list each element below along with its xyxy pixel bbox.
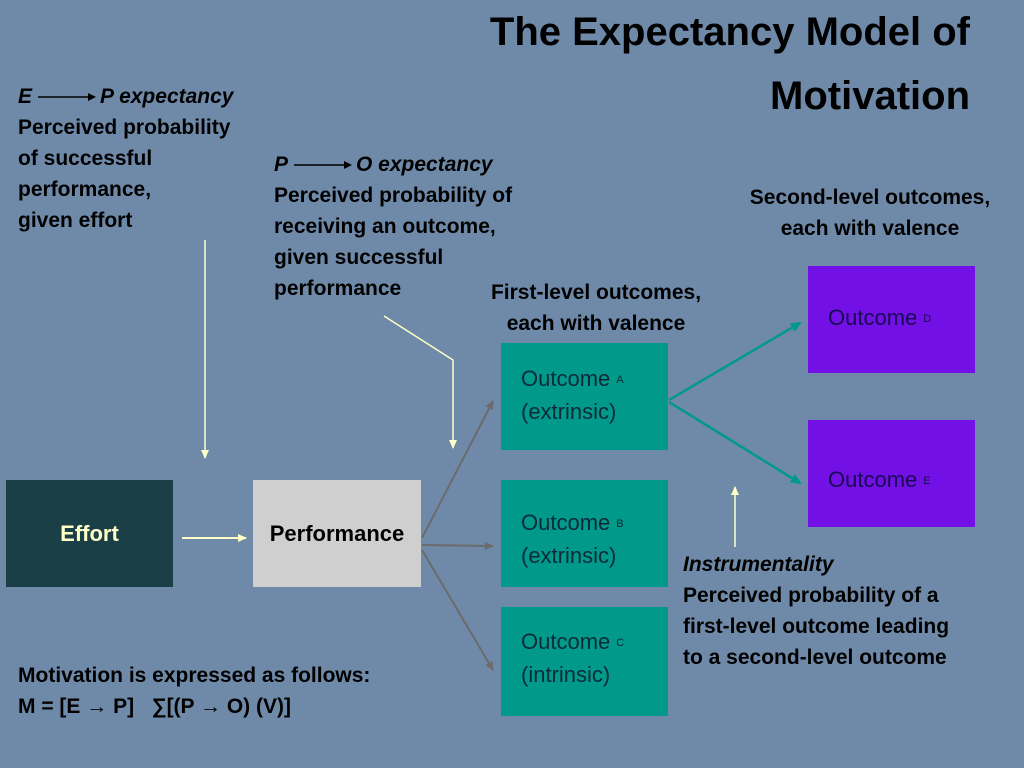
outcome-b-name: Outcome [521, 510, 611, 535]
first-level-label: First-level outcomes, each with valence [450, 277, 742, 339]
ep-expectancy-block: E P expectancy Perceived probability of … [18, 81, 233, 236]
instrumentality-line-1: Perceived probability of a [683, 584, 939, 607]
first-level-line-2: each with valence [506, 312, 686, 335]
instrumentality-line-3: to a second-level outcome [683, 646, 947, 669]
outcome-b-name-row: Outcome B [521, 507, 668, 540]
instrumentality-heading: Instrumentality [683, 553, 834, 576]
ep-from: E [18, 85, 33, 108]
po-line-4: performance [274, 277, 402, 300]
outcome-c-type: (intrinsic) [521, 661, 611, 687]
performance-to-outcome-b-arrow [421, 541, 494, 550]
outcome-a-box: Outcome A (extrinsic) [501, 343, 668, 450]
second-level-label: Second-level outcomes, each with valence [716, 182, 1024, 244]
performance-box: Performance [253, 480, 421, 587]
outcome-a-to-d-arrow [668, 321, 802, 402]
instrumentality-block: Instrumentality Perceived probability of… [683, 549, 949, 673]
title-line-2: Motivation [770, 74, 970, 118]
po-line-1: Perceived probability of [274, 184, 513, 207]
outcome-d-name: Outcome [828, 305, 918, 330]
title-line-1: The Expectancy Model of [489, 10, 970, 54]
outcome-d-sub: D [923, 312, 932, 325]
outcome-a-to-e-arrow [668, 400, 802, 485]
outcome-b-sub: B [616, 517, 624, 530]
motivation-formula: Motivation is expressed as follows: M = … [18, 660, 370, 722]
instrumentality-line-2: first-level outcome leading [683, 615, 950, 638]
po-from: P [274, 153, 289, 176]
outcome-a-type: (extrinsic) [521, 398, 617, 424]
right-arrow-icon [38, 92, 97, 101]
outcome-a-name-row: Outcome A [521, 363, 668, 396]
ep-line-4: given effort [18, 209, 133, 232]
po-line-3: given successful [274, 246, 444, 269]
formula-line-1: Motivation is expressed as follows: [18, 664, 371, 687]
outcome-c-name-row: Outcome C [521, 626, 668, 659]
po-to: O expectancy [356, 153, 493, 176]
second-level-line-2: each with valence [780, 217, 960, 240]
outcome-b-box: Outcome B (extrinsic) [501, 480, 668, 587]
outcome-d-name-row: Outcome D [828, 302, 975, 335]
ep-heading: E P expectancy [18, 81, 233, 112]
po-heading: P O expectancy [274, 149, 512, 180]
performance-label: Performance [269, 520, 405, 546]
second-level-line-1: Second-level outcomes, [749, 186, 991, 209]
ep-line-3: performance, [18, 178, 152, 201]
po-line-2: receiving an outcome, [274, 215, 496, 238]
right-arrow-icon [294, 160, 353, 169]
first-level-line-1: First-level outcomes, [490, 281, 702, 304]
ep-line-2: of successful [18, 147, 153, 170]
outcome-d-box: Outcome D [808, 266, 975, 373]
page-title: The Expectancy Model of Motivation [490, 0, 970, 128]
performance-to-outcome-c-arrow [421, 549, 494, 671]
po-pointer-arrow [383, 315, 457, 449]
po-expectancy-block: P O expectancy Perceived probability of … [274, 149, 512, 304]
formula-line-2: M = [E → P] ∑[(P → O) (V)] [18, 695, 291, 718]
outcome-e-name-row: Outcome E [828, 464, 975, 497]
outcome-e-box: Outcome E [808, 420, 975, 527]
ep-line-1: Perceived probability [18, 116, 231, 139]
performance-to-outcome-a-arrow [421, 400, 494, 539]
outcome-a-name: Outcome [521, 366, 611, 391]
outcome-c-sub: C [616, 636, 625, 649]
ep-to: P expectancy [100, 85, 234, 108]
outcome-e-sub: E [923, 474, 931, 487]
outcome-b-type: (extrinsic) [521, 542, 617, 568]
effort-label: Effort [60, 520, 119, 546]
effort-box: Effort [6, 480, 173, 587]
outcome-e-name: Outcome [828, 467, 918, 492]
outcome-c-name: Outcome [521, 629, 611, 654]
outcome-c-box: Outcome C (intrinsic) [501, 607, 668, 716]
outcome-a-sub: A [616, 373, 624, 386]
